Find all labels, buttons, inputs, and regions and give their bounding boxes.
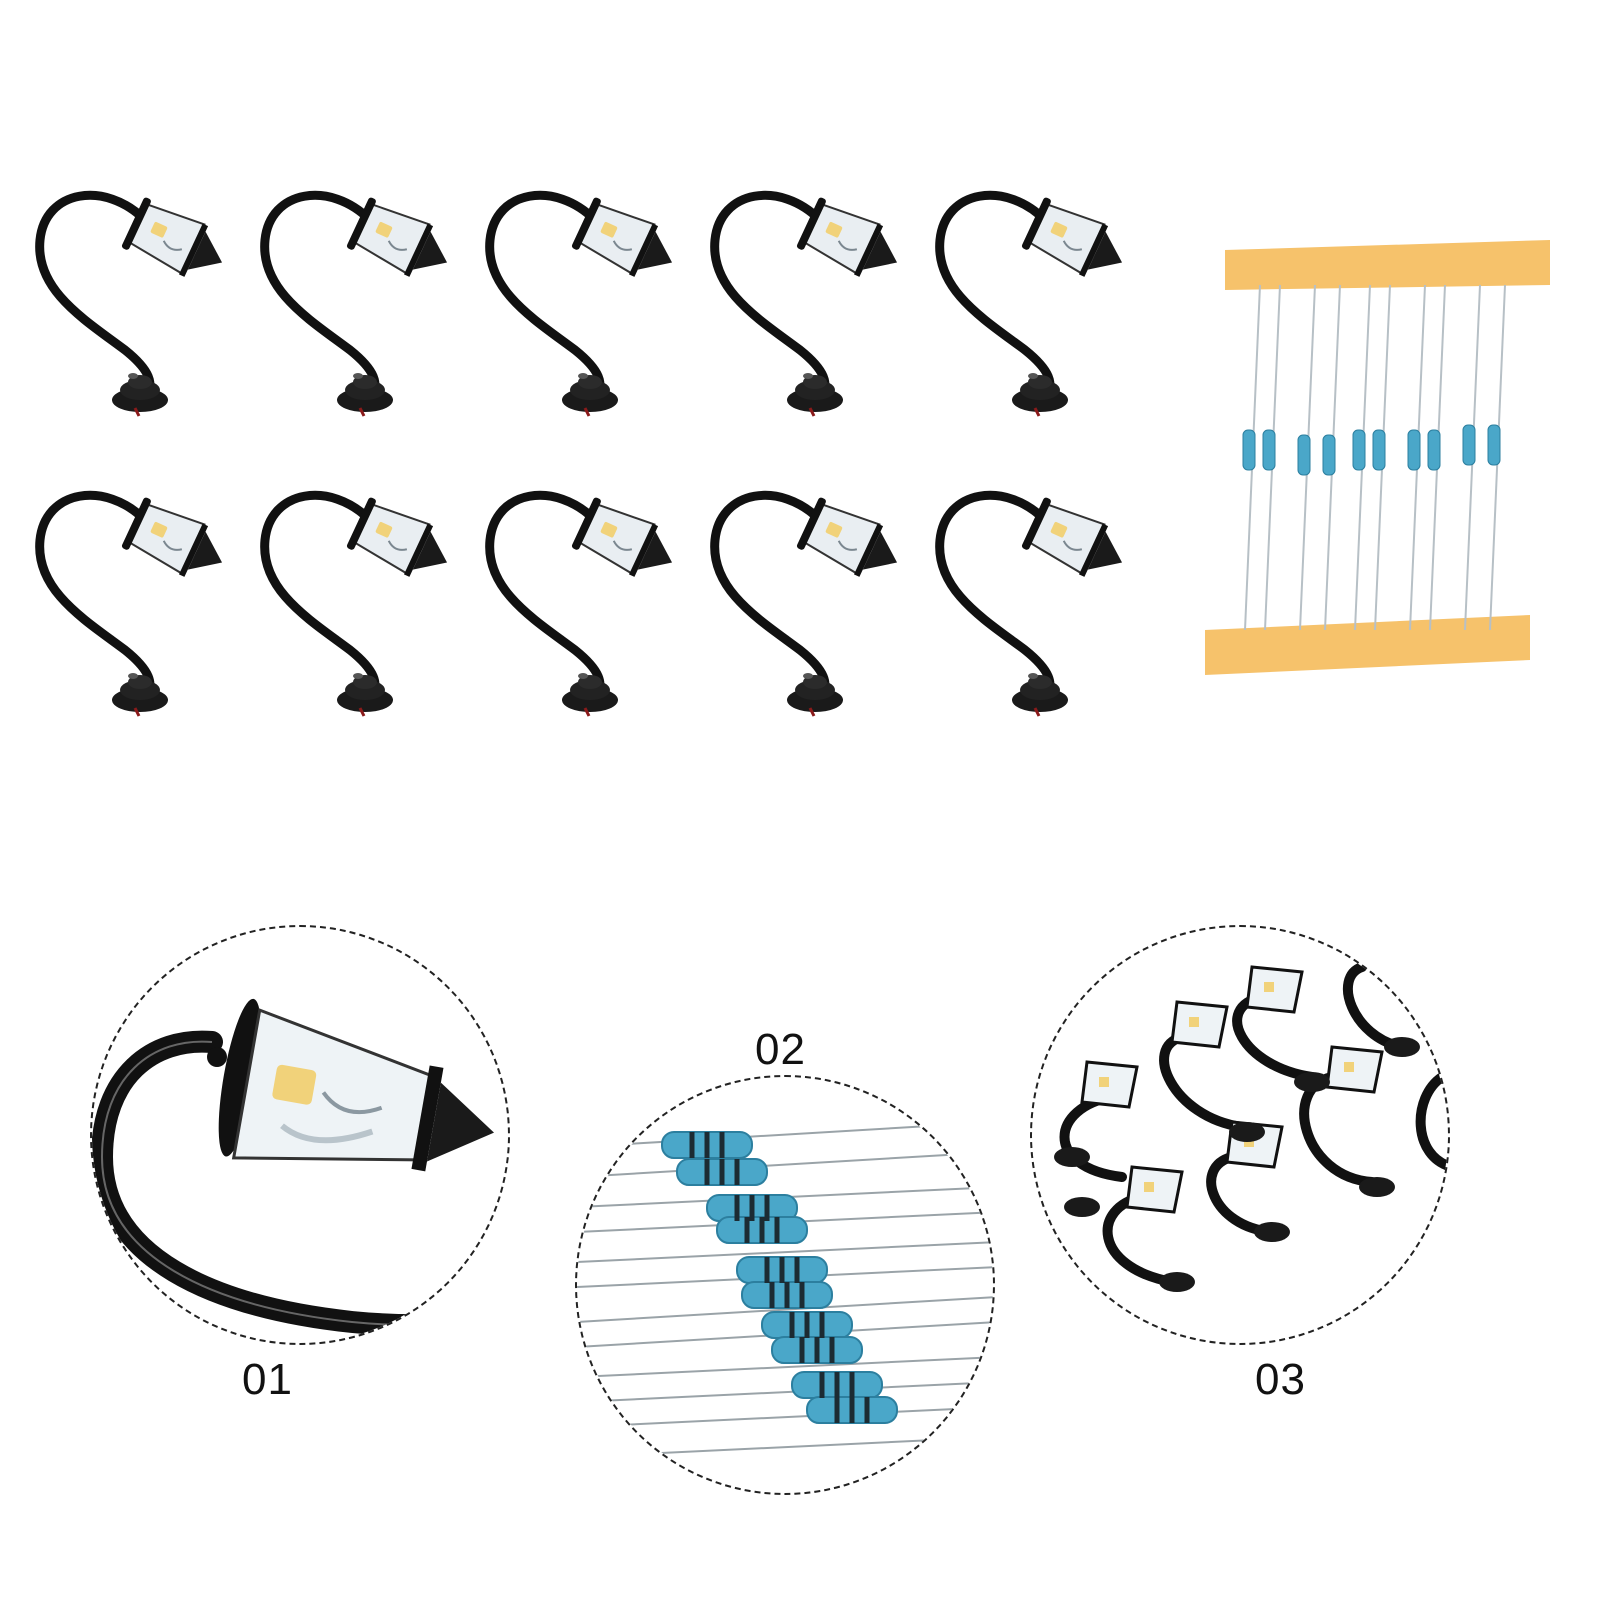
street-lamp (25, 470, 255, 740)
detail-circle-lamp-pile (1030, 925, 1450, 1345)
detail-circle-lamp-head (90, 925, 510, 1345)
street-lamp (250, 170, 480, 440)
street-lamp (925, 470, 1155, 740)
street-lamp (925, 170, 1155, 440)
street-lamp (700, 470, 930, 740)
street-lamp (700, 170, 930, 440)
detail-circle-resistors (575, 1075, 995, 1495)
street-lamp (475, 170, 705, 440)
resistor-tape-strip (1205, 240, 1550, 675)
detail-label-02: 02 (755, 1025, 806, 1074)
detail-label-01: 01 (242, 1355, 293, 1404)
street-lamp (475, 470, 705, 740)
street-lamp (25, 170, 255, 440)
detail-label-03: 03 (1255, 1355, 1306, 1404)
street-lamp (250, 470, 480, 740)
